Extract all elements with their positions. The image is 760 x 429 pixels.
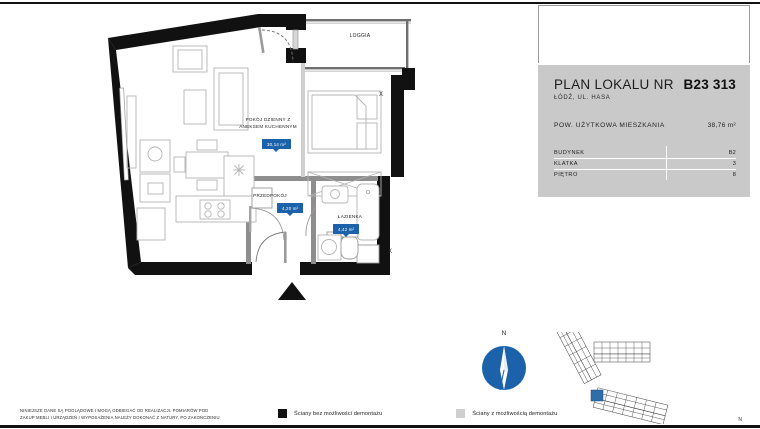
kitchen-fittings — [136, 139, 257, 241]
x-marker-lower: X — [388, 249, 393, 255]
compass-rose: N — [474, 330, 534, 396]
info-panel-top-frame — [538, 5, 750, 63]
unit-code: B23 313 — [683, 77, 736, 92]
service-shaft — [251, 187, 273, 209]
loggia-area — [303, 19, 411, 72]
attribute-value-staircase: 3 — [732, 160, 736, 167]
table-row: PIĘTRO 8 — [554, 170, 736, 180]
usable-area-row: POW. UŻYTKOWA MIESZKANIA 38,76 m² — [554, 122, 736, 129]
room-label-bathroom-line1: ŁAZIENKA — [337, 214, 363, 219]
wall-legend: Ściany bez możliwości demontażu Ściany z… — [278, 409, 557, 418]
table-vertical-divider — [666, 146, 667, 180]
room-area-living: 30,14 m² — [262, 139, 291, 153]
windows — [119, 87, 129, 181]
top-divider-rule — [0, 2, 760, 4]
room-area-hall: 4,20 m² — [277, 203, 304, 217]
legend-item-non-demountable: Ściany bez możliwości demontażu — [278, 409, 382, 418]
entrance-door — [252, 231, 306, 300]
disclaimer-text: NINIEJSZE DANE SĄ POGLĄDOWE I MOGĄ ODBIE… — [20, 408, 270, 421]
usable-area-label: POW. UŻYTKOWA MIESZKANIA — [554, 122, 665, 129]
legend-label-non-demountable: Ściany bez możliwości demontażu — [294, 410, 383, 417]
key-plan-wing-north — [593, 341, 651, 363]
room-label-living: POKÓJ DZIENNY Z ANEKSEM KUCHENNYM — [213, 117, 323, 131]
usable-area-value: 38,76 m² — [707, 122, 736, 129]
x-marker-upper: X — [379, 92, 384, 98]
room-label-hall: PRZEDPOKÓJ — [230, 193, 310, 200]
table-row: KLATKA 3 — [554, 159, 736, 170]
compass-north-label: N — [501, 330, 507, 337]
unit-attributes-table: BUDYNEK B2 KLATKA 3 PIĘTRO 8 — [554, 146, 736, 180]
floor-plan-drawing — [108, 14, 415, 300]
attribute-label-staircase: KLATKA — [554, 160, 579, 167]
attribute-value-floor: 8 — [732, 171, 736, 178]
apartment-outer-walls — [108, 14, 404, 275]
legend-swatch-light-icon — [456, 409, 466, 418]
attribute-value-building: B2 — [728, 149, 736, 156]
info-panel: PLAN LOKALU NR B23 313 ŁÓDŹ, UL. HASA PO… — [538, 65, 750, 197]
bathroom-fixtures — [317, 183, 380, 264]
disclaimer-line-2: ZAKUP MEBLI I URZĄDZEŃ I WYPOSAŻENIA NAL… — [20, 414, 220, 420]
key-plan-highlighted-unit — [590, 389, 604, 402]
key-plan-graphic — [554, 319, 669, 425]
building-key-plan: N — [548, 319, 748, 425]
attribute-label-building: BUDYNEK — [554, 149, 585, 156]
legend-label-demountable: Ściany z możliwością demontażu — [472, 410, 558, 417]
room-area-bathroom: 4,42 m² — [333, 224, 360, 238]
room-label-bathroom: ŁAZIENKA — [310, 214, 390, 221]
table-row: BUDYNEK B2 — [554, 148, 736, 159]
info-panel-title-row: PLAN LOKALU NR B23 313 — [554, 77, 736, 92]
compass-graphic — [482, 346, 526, 391]
loggia-label: LOGGIA — [349, 33, 371, 39]
project-address: ŁÓDŹ, UL. HASA — [554, 95, 611, 101]
key-plan-north-label: N — [738, 417, 742, 423]
attribute-label-floor: PIĘTRO — [554, 171, 578, 178]
legend-item-demountable: Ściany z możliwością demontażu — [456, 409, 557, 418]
room-label-hall-line1: PRZEDPOKÓJ — [253, 193, 287, 198]
disclaimer-line-1: NINIEJSZE DANE SĄ POGLĄDOWE I MOGĄ ODBIE… — [20, 408, 209, 413]
key-plan-wing-south — [592, 387, 669, 425]
entrance-direction-marker — [278, 282, 306, 300]
floor-plan-canvas: POKÓJ DZIENNY Z ANEKSEM KUCHENNYM 30,14 … — [108, 14, 415, 300]
balcony-door — [257, 26, 294, 63]
legend-swatch-solid-icon — [278, 409, 287, 418]
page-title: PLAN LOKALU NR — [554, 77, 674, 92]
room-label-living-line2: ANEKSEM KUCHENNYM — [239, 123, 297, 129]
interior-doors — [249, 205, 317, 241]
room-label-living-line1: POKÓJ DZIENNY Z — [245, 117, 291, 122]
bottom-divider-rule — [0, 425, 760, 428]
